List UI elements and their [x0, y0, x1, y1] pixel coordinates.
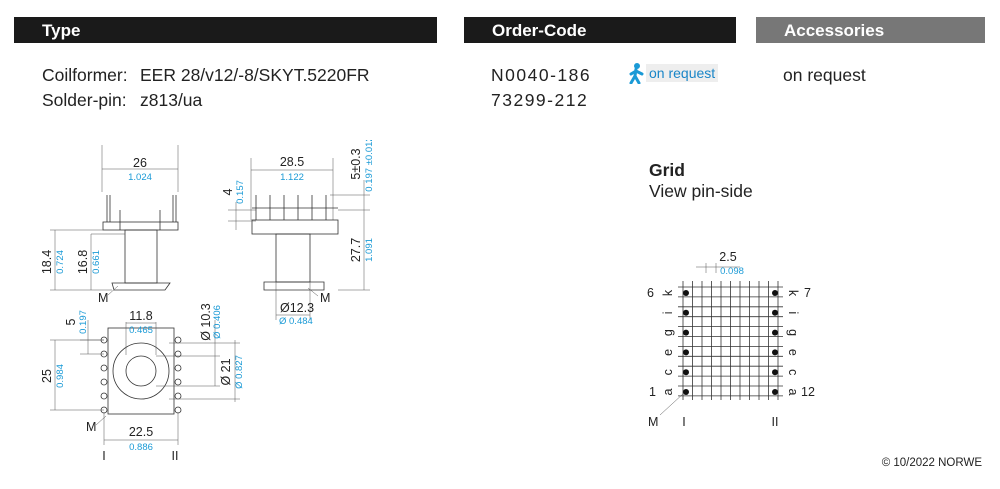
on-request-link[interactable]: on request: [626, 62, 719, 84]
svg-text:M: M: [320, 291, 330, 305]
row-letter: e: [661, 349, 675, 356]
svg-text:11.8: 11.8: [129, 309, 152, 323]
pin-dot: [683, 290, 689, 296]
svg-text:12: 12: [801, 385, 815, 399]
svg-text:Ø 0.827: Ø 0.827: [234, 355, 245, 389]
coilformer-label: Coilformer:: [42, 65, 128, 85]
row-letter: e: [786, 349, 800, 356]
copyright: © 10/2022 NORWE: [881, 457, 982, 469]
grid-subtitle: View pin-side: [649, 181, 753, 201]
svg-text:I: I: [102, 449, 105, 463]
svg-text:5±0.3: 5±0.3: [349, 148, 363, 179]
pin-dot: [772, 369, 778, 376]
svg-text:7: 7: [804, 286, 811, 300]
svg-text:1: 1: [649, 385, 656, 399]
svg-text:18.4: 18.4: [40, 250, 54, 274]
svg-text:25: 25: [40, 369, 54, 383]
svg-text:22.5: 22.5: [129, 425, 153, 439]
order-code-2: 73299-212: [491, 90, 589, 110]
pin-grid: 2.5 0.098 6 7 1 12 k k i i g g e e c c a a M I II: [647, 250, 815, 429]
row-letter: k: [786, 290, 800, 297]
svg-text:5: 5: [64, 318, 78, 325]
pin-dot: [772, 290, 778, 296]
svg-text:II: II: [172, 449, 179, 463]
svg-text:0.984: 0.984: [55, 364, 66, 388]
row-letter: c: [786, 369, 800, 375]
svg-text:0.098: 0.098: [720, 266, 744, 277]
solderpin-value: z813/ua: [140, 90, 203, 110]
svg-text:1.122: 1.122: [280, 172, 304, 183]
svg-text:0.886: 0.886: [129, 442, 153, 453]
svg-text:6: 6: [647, 286, 654, 300]
svg-text:Ø 10.3: Ø 10.3: [199, 303, 213, 341]
side-view: 26 1.024 18.4 0.724 16.8 0.661 M: [40, 145, 179, 305]
pin-dot: [772, 309, 778, 316]
svg-text:27.7: 27.7: [349, 238, 363, 262]
svg-text:0.197 ±0.012: 0.197 ±0.012: [364, 140, 375, 192]
svg-text:M: M: [86, 420, 96, 434]
pin-dot: [772, 329, 778, 336]
pin-dot: [772, 389, 778, 395]
svg-text:0.661: 0.661: [91, 250, 102, 274]
person-walking-icon: [629, 63, 644, 84]
svg-text:Ø 0.406: Ø 0.406: [212, 305, 223, 339]
svg-text:I: I: [682, 415, 685, 429]
front-view: 28.5 1.122 4 0.157 5±0.3 0.197 ±0.012 27…: [221, 140, 375, 327]
bottom-view: 5 0.197 25 0.984 11.8 0.465 Ø 10.3 Ø 0.4…: [40, 303, 245, 463]
pin-dot: [683, 309, 689, 316]
svg-text:II: II: [772, 415, 779, 429]
row-letter: k: [661, 289, 675, 296]
solderpin-label: Solder-pin:: [42, 90, 127, 110]
grid-title: Grid: [649, 160, 685, 180]
row-letter: a: [661, 388, 675, 395]
row-letter: i: [661, 311, 675, 314]
order-code-header: Order-Code: [464, 17, 736, 43]
type-header: Type: [14, 17, 437, 43]
svg-text:0.724: 0.724: [55, 250, 66, 274]
pin-dot: [683, 329, 689, 336]
coilformer-drawings: 26 1.024 18.4 0.724 16.8 0.661 M 28.5 1.…: [40, 140, 375, 463]
svg-text:4: 4: [221, 188, 235, 195]
svg-text:16.8: 16.8: [76, 250, 90, 274]
accessories-header: Accessories: [756, 17, 985, 43]
svg-text:M: M: [98, 291, 108, 305]
svg-text:Ø12.3: Ø12.3: [280, 301, 314, 315]
svg-text:2.5: 2.5: [719, 250, 736, 264]
svg-text:1.091: 1.091: [364, 238, 375, 262]
row-letter: g: [661, 329, 675, 336]
svg-text:1.024: 1.024: [128, 172, 152, 183]
row-letter: i: [786, 311, 800, 314]
svg-text:M: M: [648, 415, 658, 429]
svg-text:0.465: 0.465: [129, 325, 153, 336]
svg-text:Ø 21: Ø 21: [219, 358, 233, 385]
pin-dot: [683, 349, 689, 356]
row-letter: a: [786, 389, 800, 396]
on-request-label: on request: [646, 64, 719, 82]
svg-text:Ø 0.484: Ø 0.484: [279, 316, 313, 327]
coilformer-value: EER 28/v12/-8/SKYT.5220FR: [140, 65, 370, 85]
svg-text:28.5: 28.5: [280, 155, 304, 169]
row-letter: g: [786, 329, 800, 336]
pin-dot: [772, 349, 778, 356]
svg-text:0.197: 0.197: [78, 310, 89, 334]
row-letter: c: [661, 369, 675, 375]
order-code-1: N0040-186: [491, 65, 592, 85]
svg-text:0.157: 0.157: [235, 180, 246, 204]
accessories-value: on request: [783, 65, 866, 85]
pin-dot: [683, 389, 689, 395]
pin-dot: [683, 369, 689, 376]
svg-text:26: 26: [133, 156, 147, 170]
